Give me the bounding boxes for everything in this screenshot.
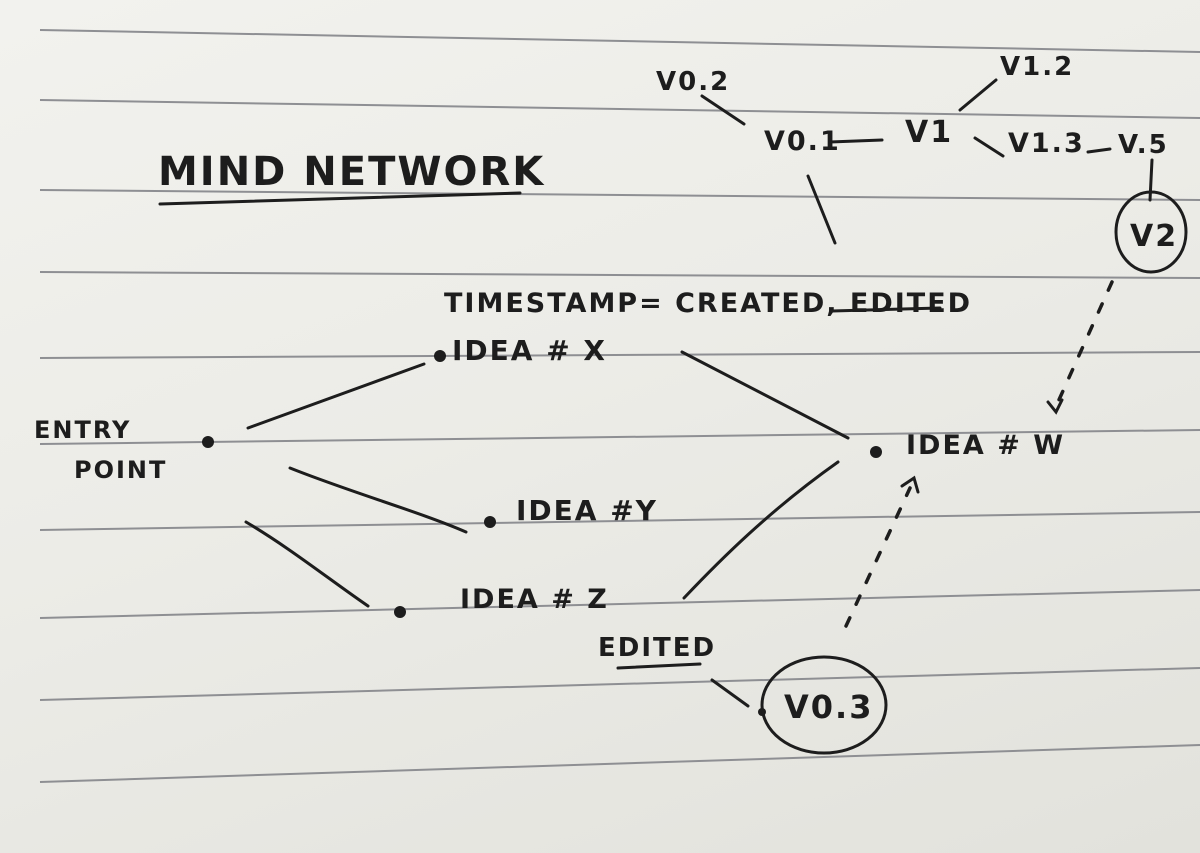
idea-x-label: IDEA # X [452,334,607,367]
edited-label: EDITED [598,633,716,663]
network-edges [244,350,850,608]
idea-w-node [870,446,882,458]
idea-y-node [484,516,496,528]
version-v1: V1 [905,115,953,150]
idea-z-label: IDEA # Z [460,584,609,615]
idea-x-node [434,350,446,362]
dashed-link-v03-to-w [844,486,912,628]
version-v0-2: V0.2 [656,67,730,97]
idea-z-node [394,606,406,618]
edited-connector [710,678,750,708]
version-v0-1: V0.1 [764,126,841,157]
version-v0-3-circle: V0.3 [760,655,888,755]
dashed-link-v2-to-w [1056,280,1114,404]
version-connectors [700,78,1154,245]
edited-underline [616,662,702,670]
entry-point-node [202,436,214,448]
diagram-title: MIND NETWORK [158,149,545,195]
arrowhead-w-bottom [900,475,920,494]
idea-y-label: IDEA #Y [516,494,658,527]
version-v0-3: V0.3 [784,688,873,726]
timestamp-label: TIMESTAMP= CREATED, EDITED [444,288,972,319]
entry-point-line1: ENTRY [34,416,131,444]
entry-point-line2: POINT [74,456,167,484]
version-v2-circle: V2 [1114,190,1188,274]
edited-underline-top [830,306,942,313]
version-v1-3: V1.3 [1008,128,1085,159]
version-v1-2: V1.2 [1000,52,1074,82]
ruled-lines [39,29,1200,783]
version-v5: V.5 [1118,130,1169,160]
version-v2: V2 [1130,219,1178,254]
arrowhead-w-top [1046,398,1064,415]
idea-w-label: IDEA # W [906,430,1065,461]
title-underline [158,191,522,206]
